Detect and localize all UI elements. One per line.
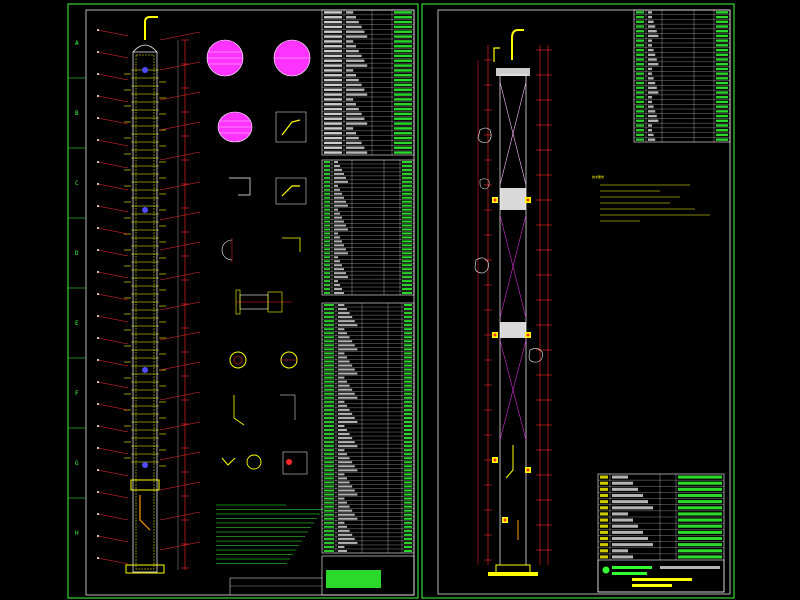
- left-notes-block: [216, 504, 323, 564]
- row-mark-label: B: [75, 110, 79, 117]
- right-drawing-sheet: 技术要求: [421, 3, 735, 599]
- left-data-tables[interactable]: [229, 9, 415, 596]
- row-mark-label: C: [75, 180, 79, 187]
- left-drawing-sheet: A B C D E F G H: [67, 3, 419, 599]
- left-sheet-inner-frame: [85, 9, 415, 596]
- row-mark-label: G: [75, 460, 79, 467]
- left-title-block: [321, 555, 415, 596]
- row-mark-label: H: [75, 530, 79, 537]
- flange-front-icon: [229, 351, 247, 369]
- vent-pipe: [144, 16, 158, 40]
- manway-icon: [142, 207, 148, 213]
- flange-detail-icon: [235, 289, 292, 315]
- tower-shell: [132, 51, 158, 573]
- tower-elevation-left[interactable]: [97, 16, 201, 574]
- distributor-icon: [500, 188, 526, 210]
- design-data-table: [322, 10, 414, 155]
- tray-lines: [124, 69, 166, 467]
- manway-icon: [142, 67, 148, 73]
- technical-notes: 技术要求: [592, 174, 710, 222]
- tower-elevation-right[interactable]: [474, 29, 552, 576]
- row-mark-label: F: [75, 390, 79, 397]
- right-sheet-inner-frame: [437, 9, 731, 595]
- left-margin-ticks: [68, 77, 86, 499]
- manway-icon: [142, 462, 148, 468]
- left-sheet-outer-frame: [67, 3, 419, 599]
- left-row-marks: A B C D E F G H: [75, 40, 79, 537]
- company-logo-icon: [602, 566, 610, 574]
- row-mark-label: D: [75, 250, 79, 257]
- manway-icon: [142, 367, 148, 373]
- right-title-block[interactable]: [597, 473, 725, 593]
- right-nozzle-table[interactable]: [633, 9, 731, 143]
- parts-list-table: [322, 303, 414, 553]
- right-sheet-outer-frame: [421, 3, 735, 599]
- row-mark-label: E: [75, 320, 79, 327]
- nozzle-table: [322, 160, 414, 295]
- tower-base: [125, 564, 165, 574]
- row-mark-label: A: [75, 40, 79, 47]
- nozzle-detail-icon: [275, 111, 307, 143]
- detail-views[interactable]: [206, 39, 323, 564]
- notes-heading: 技术要求: [592, 174, 604, 179]
- nozzle-markers: [492, 197, 531, 523]
- nozzle-leaders: [97, 29, 201, 565]
